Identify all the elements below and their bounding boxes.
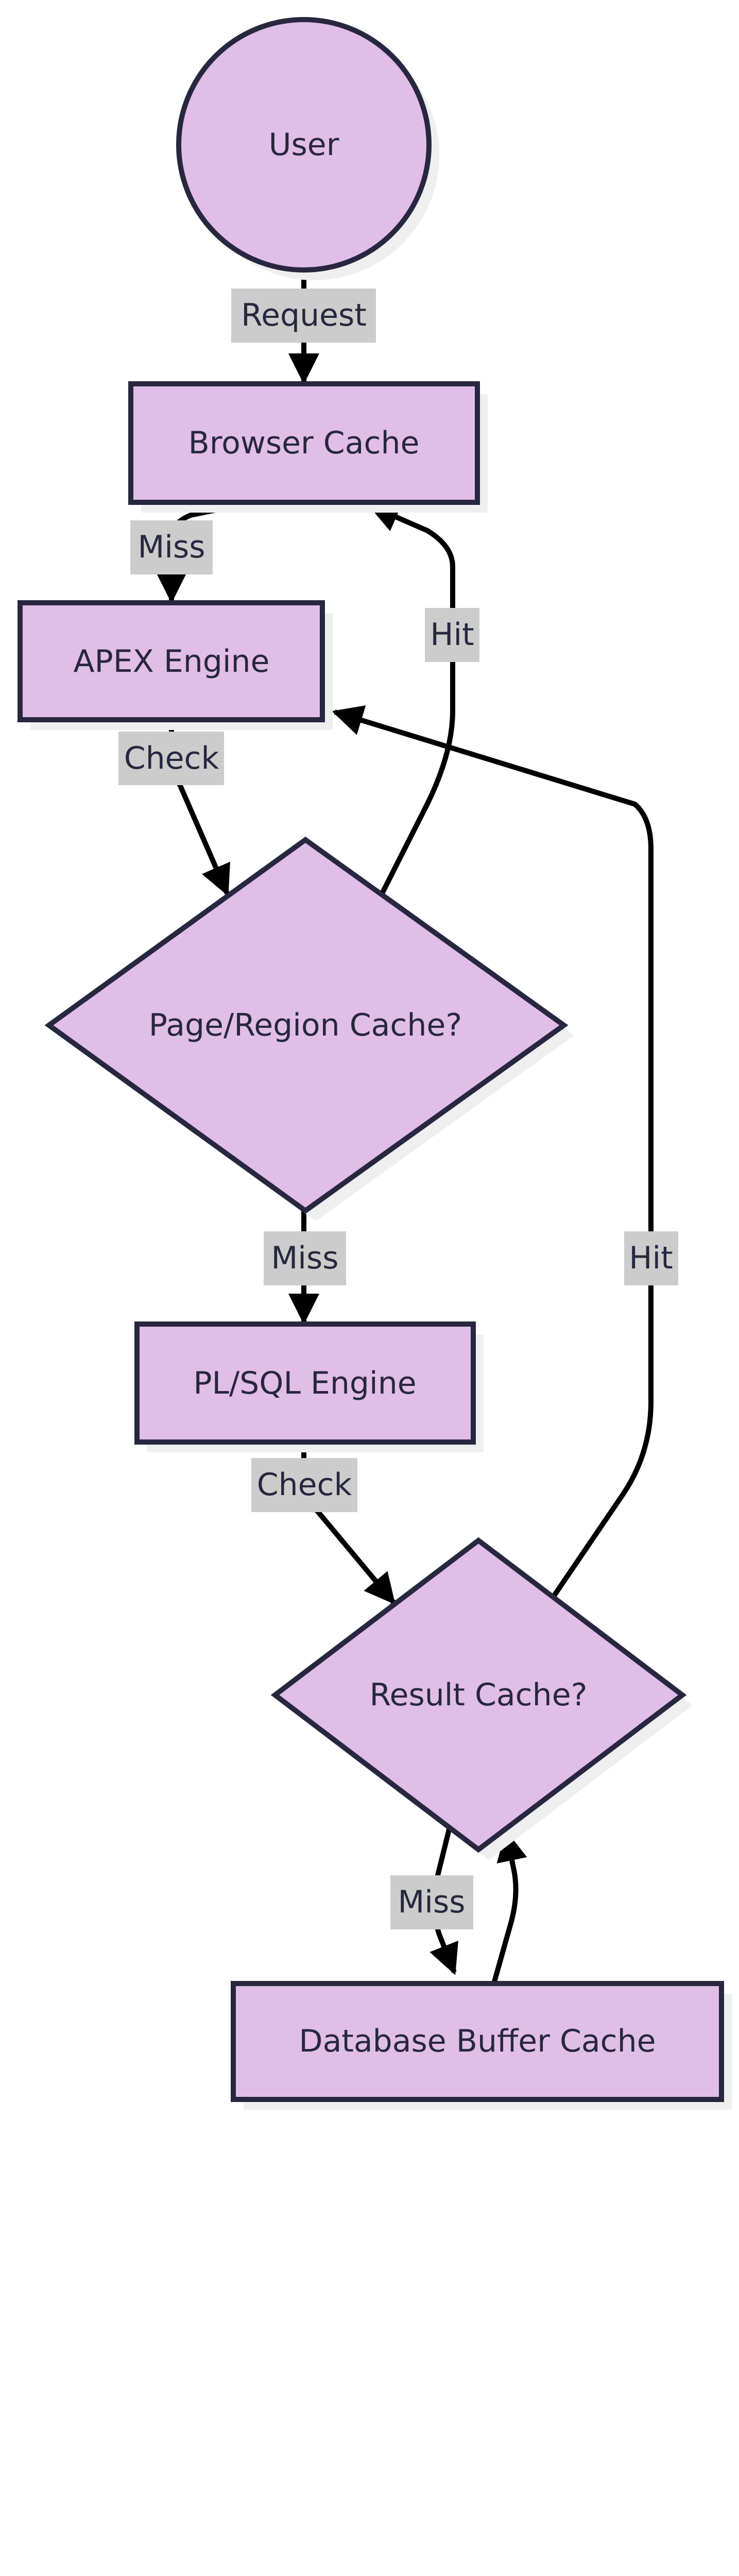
node-result-cache-label: Result Cache? — [370, 1677, 588, 1713]
svg-text:Check: Check — [124, 740, 219, 776]
edge-page-region-hit — [368, 503, 455, 896]
edge-label-apex-check: Check — [118, 732, 224, 785]
edge-label-page-region-hit: Hit — [425, 608, 479, 662]
edge-label-page-region-miss: Miss — [264, 1231, 346, 1285]
node-plsql-engine-label: PL/SQL Engine — [193, 1365, 416, 1401]
node-browser-cache-label: Browser Cache — [188, 425, 420, 461]
node-user-label: User — [269, 127, 339, 163]
edge-label-result-miss: Miss — [390, 1875, 473, 1929]
node-apex-engine-label: APEX Engine — [74, 643, 270, 680]
node-apex-engine: APEX Engine — [18, 600, 333, 730]
edge-label-request: Request — [231, 289, 376, 343]
svg-text:Hit: Hit — [629, 1240, 673, 1276]
svg-text:Miss: Miss — [398, 1884, 466, 1920]
svg-text:Check: Check — [257, 1467, 352, 1503]
edge-label-plsql-check: Check — [251, 1458, 357, 1512]
svg-text:Request: Request — [241, 297, 367, 333]
node-page-region-cache-label: Page/Region Cache? — [149, 1007, 462, 1043]
edge-result-hit — [332, 705, 654, 1599]
edge-db-to-result-hit — [491, 1830, 527, 1985]
node-user: User — [176, 17, 439, 280]
node-db-buffer-cache-label: Database Buffer Cache — [299, 2023, 656, 2059]
node-db-buffer-cache: Database Buffer Cache — [231, 1981, 732, 2110]
node-page-region-cache: Page/Region Cache? — [44, 836, 574, 1221]
flowchart: User Browser Cache APEX Engine Page/Regi… — [18, 17, 732, 2110]
node-browser-cache: Browser Cache — [128, 381, 488, 513]
edge-label-browser-miss: Miss — [130, 520, 213, 574]
svg-text:Miss: Miss — [271, 1240, 339, 1276]
node-plsql-engine: PL/SQL Engine — [134, 1321, 484, 1452]
node-result-cache: Result Cache? — [270, 1537, 693, 1860]
svg-text:Hit: Hit — [430, 617, 474, 653]
edge-label-result-hit: Hit — [624, 1231, 678, 1285]
svg-text:Miss: Miss — [138, 529, 205, 565]
